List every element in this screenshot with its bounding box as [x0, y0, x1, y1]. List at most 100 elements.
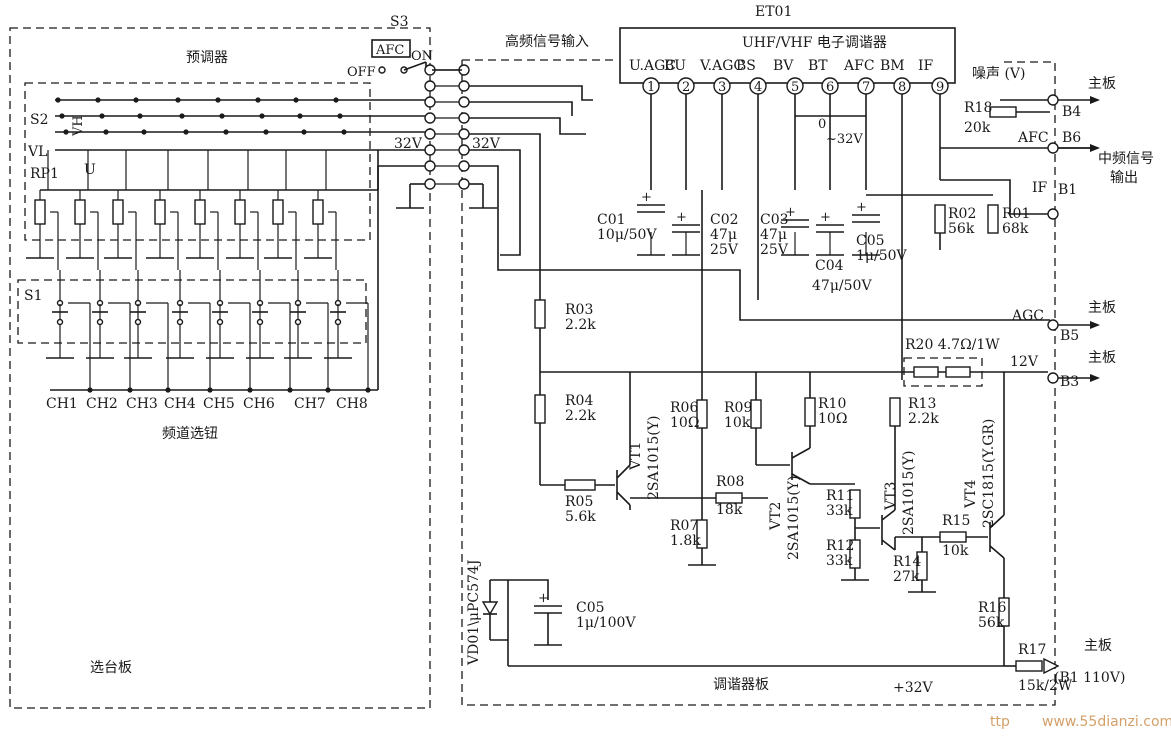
vd01-top-rail [490, 579, 549, 600]
r15-label-line-1: R15 [942, 513, 970, 529]
bus-dot-6-0 [255, 97, 261, 103]
left-connector-4 [424, 112, 436, 124]
vt1-collector [616, 491, 631, 506]
c03-cap-plus: + [785, 205, 796, 220]
rp1-pot-5 [194, 199, 206, 225]
r05-label-line-2: 5.6k [565, 509, 596, 525]
r17-label-line-1: R17 [1018, 642, 1046, 658]
pin-number-9: 9 [936, 80, 944, 95]
bus-dot-7-1 [297, 113, 303, 119]
r17-label-line-2: 15k/2W [1018, 678, 1073, 694]
bus-dot-7-0 [293, 97, 299, 103]
bus-dot-7-2 [301, 129, 307, 135]
bus-dot-6-2 [263, 129, 269, 135]
r12-label-line-2: 33k [826, 553, 853, 569]
pin-label-bs: BS [736, 58, 756, 74]
c02-cap-plus: + [676, 210, 687, 225]
afc-switch-label: AFC [375, 43, 404, 58]
r13-label-line-2: 2.2k [908, 411, 939, 427]
right-connector-4 [458, 112, 470, 124]
channel-buttons-label: 频道选钮 [162, 426, 218, 442]
vt3-name: VT3 [883, 482, 899, 511]
b4-label: B4 [1062, 104, 1081, 120]
switch-contact-b-2 [96, 318, 104, 326]
r11-label-line-1: R11 [826, 488, 854, 504]
b3-label: B3 [1060, 374, 1079, 390]
pin-number-8: 8 [898, 80, 906, 95]
bus-dot-1-1 [59, 113, 65, 119]
pin-label-bv: BV [773, 58, 794, 74]
vd01-diode [481, 601, 499, 616]
main-board-terminal-1 [1047, 94, 1059, 106]
r14-label-line-1: R14 [893, 554, 921, 570]
noise-label: 噪声 (V) [972, 66, 1025, 82]
r07-label-line-2: 1.8k [670, 533, 701, 549]
c04-label-value: 47μ/50V [812, 278, 872, 294]
rp1-label: RP1 [30, 166, 59, 182]
rp1-pot-1 [34, 199, 46, 225]
r06-label-line-1: R06 [670, 400, 698, 416]
right-connector-3 [458, 96, 470, 108]
c04-cap-plus: + [820, 210, 831, 225]
vt3-emitter [881, 509, 896, 521]
preset-label: 预调器 [186, 50, 228, 66]
c05b-label-line-2: 1μ/100V [576, 615, 636, 631]
main-board-terminal-2 [1047, 142, 1059, 154]
tuner-board-label: 调谐器板 [713, 677, 769, 693]
wire-1 [469, 85, 593, 101]
agc-wire [469, 165, 1050, 321]
out-arrowhead-0 [1090, 96, 1100, 104]
pin-number-3: 3 [718, 80, 726, 95]
pin-label-if: IF [918, 58, 934, 74]
plus32v-label: +32V [893, 680, 934, 696]
watermark-left: ttp [990, 714, 1010, 730]
left-connector-2 [424, 80, 436, 92]
c05a-label-line-1: C05 [856, 233, 885, 249]
b6-label: B6 [1062, 130, 1081, 146]
channel-label-ch1: CH1 [46, 396, 78, 412]
r18-label-line-2: 20k [964, 120, 991, 136]
switch-contact-b-1 [56, 318, 64, 326]
main-board-terminal-3 [1047, 208, 1059, 220]
pin-number-7: 7 [862, 80, 870, 95]
board-connectors [396, 64, 497, 209]
right-connector-6 [458, 144, 470, 156]
r11-label-line-2: 33k [826, 503, 853, 519]
pin-number-4: 4 [754, 80, 762, 95]
rp1-pot-3 [112, 199, 124, 225]
wire-3 [469, 117, 586, 135]
pin-number-2: 2 [682, 80, 690, 95]
bus-dot-3-1 [137, 113, 143, 119]
right-connector-2 [458, 80, 470, 92]
afc-switch-box [371, 39, 411, 58]
s2-label: S2 [30, 112, 49, 128]
rf-input-label: 高频信号输入 [505, 33, 589, 50]
vt1-part: 2SA1015(Y) [646, 416, 662, 500]
s3-lever [403, 61, 427, 71]
off-contact [378, 66, 386, 74]
main-board-label-1: 主板 [1088, 76, 1116, 92]
bus-dot-4-0 [175, 97, 181, 103]
c05-cap-plus: + [856, 200, 867, 215]
s1-switch-block-outline [17, 279, 367, 344]
s3-label: S3 [390, 14, 409, 30]
channel-label-ch5: CH5 [203, 396, 235, 412]
r01-label-line-1: R01 [1002, 206, 1030, 222]
bus-dot-8-2 [341, 129, 347, 135]
vt2-name: VT2 [768, 502, 784, 531]
if-out-label: 中频信号 [1098, 151, 1154, 167]
bus-dot-5-1 [219, 113, 225, 119]
r12-label-line-1: R12 [826, 538, 854, 554]
r14-label-line-2: 27k [893, 569, 920, 585]
r15-body [939, 531, 967, 543]
if-label: IF [1032, 180, 1048, 196]
bus-dot-4-1 [179, 113, 185, 119]
bus-dot-2-2 [103, 129, 109, 135]
switch-contact-b-5 [216, 318, 224, 326]
switch-contact-b-6 [256, 318, 264, 326]
c03-label-line-1: C03 [760, 212, 789, 228]
r20-label: R20 4.7Ω/1W [905, 337, 1000, 353]
r15-label-line-2: 10k [942, 543, 969, 559]
